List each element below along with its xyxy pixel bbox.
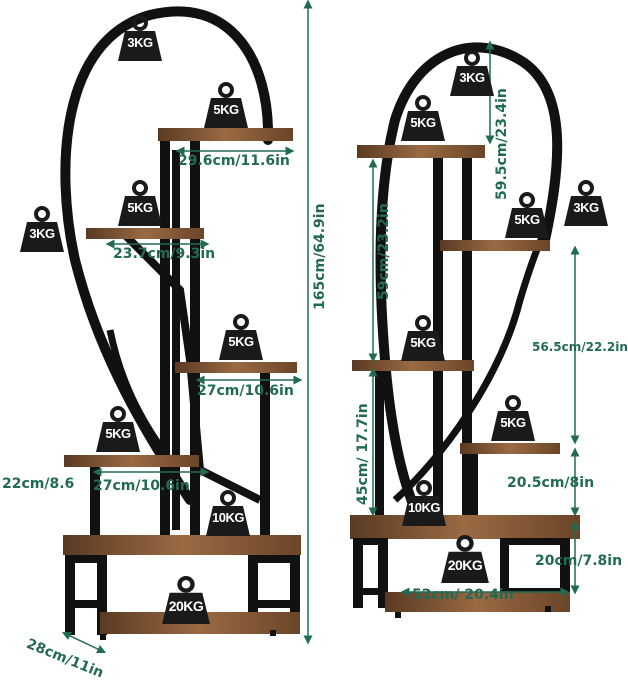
- weight-label: 5KG: [410, 335, 436, 350]
- dim-left-total-height: 165cm/64.9in: [312, 203, 328, 310]
- dim-left-lower-depth: 22cm/8.6: [2, 476, 75, 492]
- weight-icon-right-top: 3KG: [449, 50, 495, 96]
- dim-left-lower-shelf: 27cm/10.6in: [93, 478, 190, 494]
- dim-left-top-shelf: 29.6cm/11.6in: [178, 153, 290, 169]
- weight-label: 3KG: [29, 226, 55, 241]
- weight-label: 5KG: [514, 212, 540, 227]
- weight-label: 3KG: [459, 70, 485, 85]
- weight-label: 5KG: [410, 115, 436, 130]
- dim-right-upper-height: 59cm/23.2in: [376, 203, 392, 300]
- weight-icon-right-middle-left: 5KG: [400, 315, 446, 361]
- dim-right-base-width: 52cm/ 20.4in: [412, 587, 514, 603]
- weight-icon-left-lower-left: 5KG: [95, 406, 141, 452]
- weight-label: 10KG: [212, 510, 244, 525]
- dim-left-upper-shelf: 23.7cm/9.3in: [113, 246, 216, 262]
- weight-label: 20KG: [168, 598, 204, 614]
- weight-icon-left-upper-right: 5KG: [203, 82, 249, 128]
- weight-icon-left-base: 20KG: [161, 576, 211, 624]
- weight-icon-left-side: 3KG: [19, 206, 65, 252]
- dim-right-base-height: 20cm/7.8in: [535, 553, 623, 569]
- dim-right-lower-height: 45cm/ 17.7in: [355, 403, 371, 505]
- weight-label: 5KG: [105, 426, 131, 441]
- left-stand: [60, 6, 301, 640]
- weight-label: 5KG: [500, 415, 526, 430]
- weight-icon-left-top: 3KG: [117, 15, 163, 61]
- right-stand: [350, 42, 580, 618]
- dim-right-middle-gap: 56.5cm/22.2in: [532, 340, 628, 354]
- weight-label: 5KG: [228, 334, 254, 349]
- weight-label: 3KG: [573, 200, 599, 215]
- dimension-lines: [61, 0, 580, 654]
- weight-icon-left-lower-right: 10KG: [205, 490, 251, 536]
- weight-label: 20KG: [447, 557, 483, 573]
- weight-label: 3KG: [127, 35, 153, 50]
- weight-label: 5KG: [127, 200, 153, 215]
- weight-label: 10KG: [408, 500, 440, 515]
- weight-label: 5KG: [213, 102, 239, 117]
- weight-icon-left-middle-right: 5KG: [218, 314, 264, 360]
- weight-icon-right-lower-right: 5KG: [490, 395, 536, 441]
- dim-right-arch-height: 59.5cm/23.4in: [494, 88, 510, 200]
- weight-icon-right-base: 20KG: [440, 535, 490, 583]
- dim-right-lower-gap: 20.5cm/8in: [507, 475, 595, 491]
- dim-left-middle-shelf: 27cm/10.6in: [197, 383, 294, 399]
- weight-icon-right-side: 3KG: [563, 180, 609, 226]
- weight-icon-right-middle-right: 5KG: [504, 192, 550, 238]
- weight-icon-right-lower-left: 10KG: [401, 480, 447, 526]
- weight-icon-left-middle-left: 5KG: [117, 180, 163, 226]
- weight-icon-right-upper-left: 5KG: [400, 95, 446, 141]
